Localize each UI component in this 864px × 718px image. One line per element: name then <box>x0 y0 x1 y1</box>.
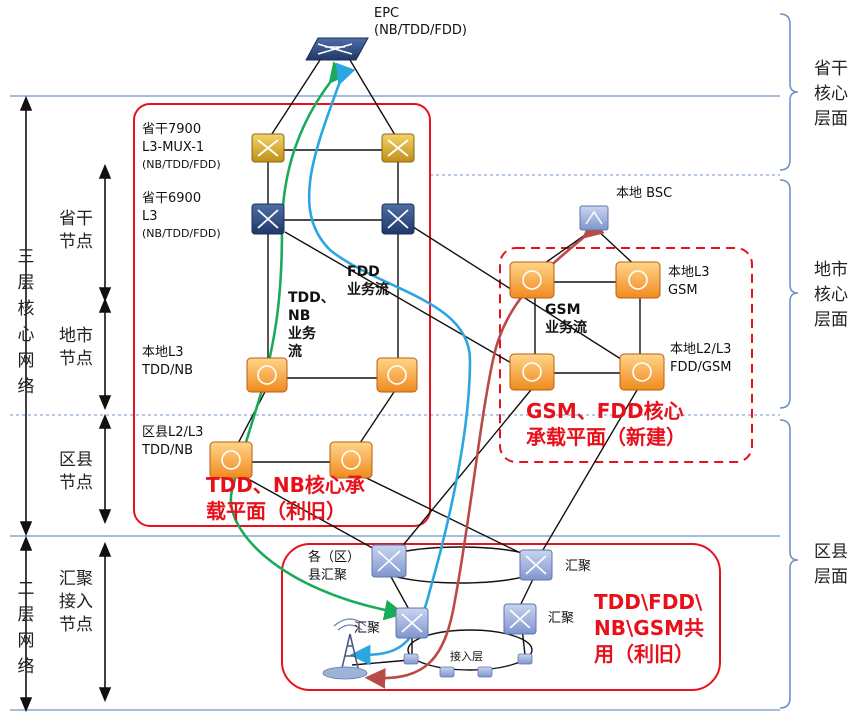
shared-plane-title-3: 用（利旧） <box>594 642 694 666</box>
prov6900-router-a <box>251 203 285 235</box>
tdd-flow-label-3: 业务 <box>288 325 317 342</box>
access-switch-icons <box>403 653 533 678</box>
agg-right-switch-icon <box>519 549 553 581</box>
three-layer-char-2: 核 <box>18 299 35 319</box>
tdd-nb-plane-title-1: TDD、NB核心承 <box>206 473 365 497</box>
county-node-label-1: 节点 <box>59 473 93 493</box>
prov6900-label-2: L3 <box>142 209 158 224</box>
local-l3-tdd-router-b <box>376 357 418 393</box>
local-bsc-label: 本地 BSC <box>616 186 672 201</box>
local-l3-gsm-label-1: 本地L3 <box>668 265 710 280</box>
agg-right-low-switch-icon <box>503 603 537 635</box>
prov7900-label-2: L3-MUX-1 <box>142 140 204 155</box>
prov-core-label-1: 核心 <box>814 84 848 104</box>
city-node-label-0: 地市 <box>59 326 93 346</box>
two-layer-char-2: 网 <box>18 631 35 651</box>
county-l2l3-label-1: 区县L2/L3 <box>142 425 203 440</box>
two-layer-char-0: 二 <box>18 579 35 599</box>
prov6900-label-3: (NB/TDD/FDD) <box>142 227 221 240</box>
three-layer-char-4: 网 <box>18 351 35 371</box>
three-layer-char-5: 络 <box>18 377 35 397</box>
local-l2l3-fdd-label-2: FDD/GSM <box>670 360 731 375</box>
local-l3-gsm-label-2: GSM <box>668 283 698 298</box>
agg-left-low-switch-icon <box>395 607 429 639</box>
right-braces <box>779 13 799 709</box>
county-agg-switch-icon <box>371 544 407 578</box>
local-l2l3-fdd-router-a <box>509 353 555 391</box>
prov7900-label-3: (NB/TDD/FDD) <box>142 158 221 171</box>
county-l2l3-router-b <box>329 441 373 479</box>
shared-plane-title-2: NB\GSM共 <box>594 616 704 640</box>
prov-core-label-0: 省干 <box>814 59 848 79</box>
prov6900-label-1: 省干6900 <box>142 191 201 206</box>
local-l3-gsm-router-a <box>509 261 555 299</box>
local-l3-tdd-router-a <box>246 357 288 393</box>
tdd-nb-plane-title-2: 载平面（利旧） <box>206 499 346 523</box>
prov-node-label-0: 省干 <box>59 209 93 229</box>
epc-switch-icon <box>305 37 369 61</box>
tdd-flow-label-2: NB <box>288 308 310 324</box>
local-l2l3-fdd-router-b <box>619 353 665 391</box>
county-l2l3-label-2: TDD/NB <box>141 443 193 458</box>
prov-node-label-1: 节点 <box>59 232 93 252</box>
agg-access-label-1: 接入 <box>59 592 93 612</box>
county-l2l3-router-a <box>209 441 253 479</box>
left-axes <box>19 95 112 713</box>
shared-plane-title-1: TDD\FDD\ <box>594 590 703 614</box>
city-core-label-0: 地市 <box>814 260 848 280</box>
epc-label: EPC <box>374 6 399 21</box>
three-layer-char-3: 心 <box>18 325 35 345</box>
county-agg-label-1: 各（区） <box>308 549 360 565</box>
agg-left-low-label: 汇聚 <box>354 621 380 636</box>
county-node-label-0: 区县 <box>59 450 93 470</box>
agg-right-label: 汇聚 <box>565 559 591 574</box>
prov7900-router-a <box>251 133 285 163</box>
tdd-flow-label-4: 流 <box>288 343 302 360</box>
tdd-flow-label-1: TDD、 <box>288 290 335 306</box>
three-layer-char-0: 三 <box>18 247 35 267</box>
prov6900-router-b <box>381 203 415 235</box>
local-bsc-icon <box>579 205 609 231</box>
agg-access-label-2: 节点 <box>59 615 93 635</box>
city-core-label-2: 层面 <box>814 310 848 330</box>
gsm-fdd-plane-title-1: GSM、FDD核心 <box>526 399 684 423</box>
base-station-tower-icon <box>322 618 368 680</box>
agg-access-label-0: 汇聚 <box>59 569 93 589</box>
prov-core-label-2: 层面 <box>814 109 848 129</box>
access-layer-label: 接入层 <box>450 650 483 663</box>
county-agg-label-2: 县汇聚 <box>308 568 347 583</box>
agg-right-low-label: 汇聚 <box>548 611 574 626</box>
gsm-fdd-plane-title-2: 承载平面（新建） <box>526 425 686 449</box>
local-l3-tdd-label-1: 本地L3 <box>142 345 184 360</box>
gsm-flow-label-2: 业务流 <box>545 319 587 336</box>
two-layer-char-1: 层 <box>18 605 35 625</box>
local-l3-gsm-router-b <box>615 261 661 299</box>
county-layer-label-1: 层面 <box>814 567 848 587</box>
network-links <box>230 59 641 671</box>
local-l3-tdd-label-2: TDD/NB <box>141 363 193 378</box>
gsm-flow-label-1: GSM <box>545 302 581 318</box>
prov7900-router-b <box>381 133 415 163</box>
three-layer-char-1: 层 <box>18 273 35 293</box>
local-l2l3-fdd-label-1: 本地L2/L3 <box>670 342 731 357</box>
county-layer-label-0: 区县 <box>814 542 848 562</box>
two-layer-char-3: 络 <box>18 657 35 677</box>
prov7900-label-1: 省干7900 <box>142 122 201 137</box>
epc-sub-label: (NB/TDD/FDD) <box>374 23 467 38</box>
fdd-flow-label-2: 业务流 <box>347 281 389 298</box>
city-core-label-1: 核心 <box>814 285 848 305</box>
city-node-label-1: 节点 <box>59 349 93 369</box>
fdd-flow-label-1: FDD <box>347 264 380 280</box>
